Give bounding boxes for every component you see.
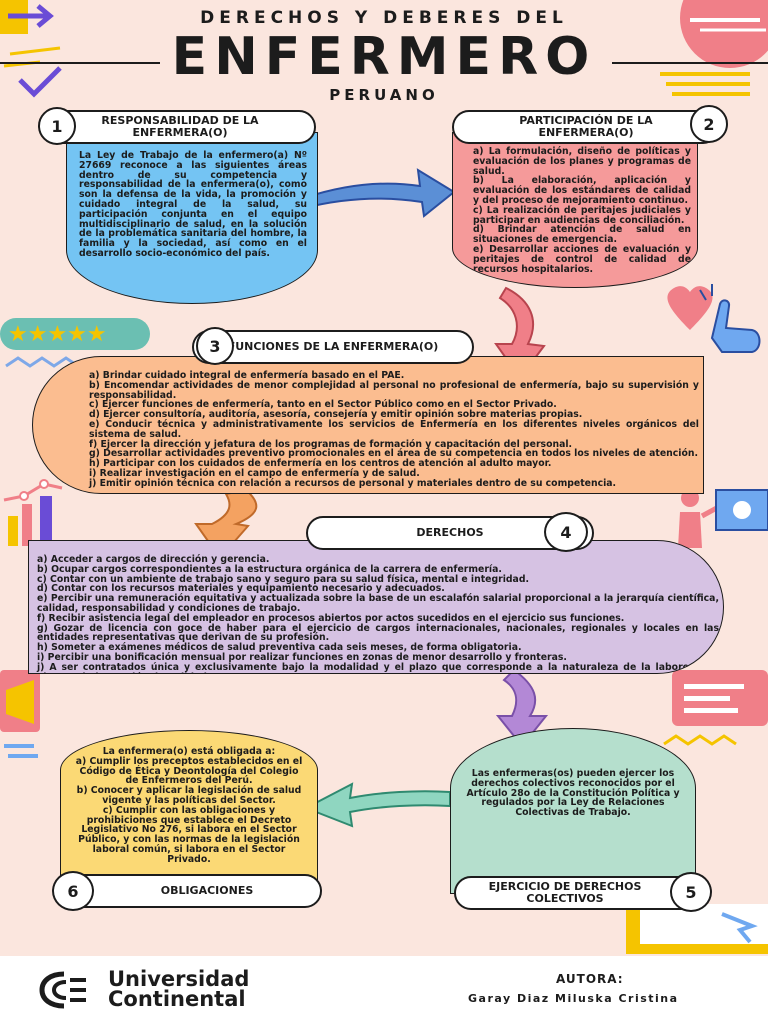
university-name-line-2: Continental — [108, 987, 246, 1011]
circle-decoration — [680, 0, 768, 68]
section-1-text: La Ley de Trabajo de la enfermero(a) Nº … — [79, 150, 307, 259]
header-subtitle: DERECHOS Y DEBERES DEL — [200, 8, 568, 28]
section-4-item: c) Contar con un ambiente de trabajo san… — [37, 573, 530, 585]
section-2-item: e) Desarrollar acciones de evaluación y … — [473, 243, 691, 275]
section-3-item: f) Ejercer la dirección y jefatura de lo… — [89, 438, 573, 450]
chat-bubble-icon — [663, 670, 768, 746]
section-3-item: j) Emitir opinión técnica con relación a… — [89, 477, 617, 489]
arrow-blue-icon — [303, 168, 456, 218]
section-4-number: 4 — [544, 512, 588, 552]
section-6-title: OBLIGACIONES — [58, 874, 322, 908]
person-icon — [678, 489, 768, 548]
section-3-item: g) Desarrollar actividades preventivo pr… — [89, 448, 699, 460]
section-4-item: h) Someter a exámenes médicos de salud p… — [37, 642, 522, 654]
university-logo-icon — [39, 971, 86, 1009]
section-4-item: b) Ocupar cargos correspondientes a la e… — [37, 563, 502, 575]
section-6-intro: La enfermera(o) está obligada a: — [102, 746, 276, 757]
section-2-item: d) Brindar atención de salud en situacio… — [473, 224, 691, 246]
section-4-item: f) Recibir asistencia legal del empleado… — [37, 612, 625, 624]
section-3-title: FUNCIONES DE LA ENFERMERA(O) — [192, 330, 474, 364]
header-subtitle-2: PERUANO — [329, 86, 439, 104]
section-1-box: La Ley de Trabajo de la enfermero(a) Nº … — [66, 132, 318, 304]
cursor-icon — [626, 904, 768, 954]
page-title: ENFERMERO — [171, 27, 597, 87]
section-3-item: h) Participar con los cuidados de enferm… — [89, 458, 552, 470]
section-6-item: a) Cumplir los preceptos establecidos en… — [75, 755, 303, 787]
footer: Universidad Continental AUTORA: Garay Di… — [0, 956, 768, 1024]
zigzag-icon — [5, 356, 79, 368]
section-3-box: a) Brindar cuidado integral de enfermerí… — [32, 356, 704, 494]
section-3-item: b) Encomendar actividades de menor compl… — [89, 379, 699, 401]
section-3-item: a) Brindar cuidado integral de enfermerí… — [89, 370, 405, 381]
section-4-item: i) Percibir una bonificación mensual por… — [37, 651, 567, 663]
section-5-text: Las enfermeras(os) pueden ejercer los de… — [466, 768, 680, 819]
section-1-title: RESPONSABILIDAD DE LA ENFERMERA(O) — [44, 110, 316, 144]
author-name: Garay Diaz Miluska Cristina — [468, 992, 679, 1005]
section-1-number: 1 — [38, 107, 76, 145]
university-name-line-1: Universidad — [108, 967, 250, 991]
arrow-green-icon — [303, 782, 451, 828]
section-4-item: a) Acceder a cargos de dirección y geren… — [37, 554, 270, 565]
section-4-item: g) Gozar de licencia con goce de haber p… — [37, 622, 719, 644]
stars-icon: ★★★★★ — [0, 318, 150, 350]
section-2-number: 2 — [690, 105, 728, 143]
section-6-number: 6 — [52, 871, 94, 911]
arrow-right-icon — [0, 0, 54, 34]
section-2-item: a) La formulación, diseño de políticas y… — [473, 146, 691, 177]
section-3-item: e) Conducir técnica y administrativament… — [89, 418, 699, 440]
section-4-item: d) Contar con los recursos materiales y … — [37, 583, 445, 595]
megaphone-icon — [0, 670, 40, 758]
svg-text:★★★★★: ★★★★★ — [8, 322, 107, 347]
section-3-number: 3 — [196, 327, 234, 365]
section-4-item: j) A ser contratados única y exclusivame… — [37, 661, 719, 673]
check-icon — [18, 66, 62, 98]
section-6-item: c) Cumplir con las obligaciones y prohib… — [78, 804, 300, 865]
section-4-box: a) Acceder a cargos de dirección y geren… — [28, 540, 724, 674]
section-2-item: c) La realización de peritajes judiciale… — [473, 204, 691, 226]
section-4-item: e) Percibir una remuneración equitativa … — [37, 593, 719, 614]
section-5-number: 5 — [670, 872, 712, 912]
section-5-title: EJERCICIO DE DERECHOS COLECTIVOS — [454, 876, 698, 910]
section-5-box: Las enfermeras(os) pueden ejercer los de… — [450, 728, 696, 894]
section-3-item: d) Ejercer consultoría, auditoría, aseso… — [89, 409, 583, 421]
heart-icon — [667, 286, 713, 330]
section-3-item: c) Ejercer funciones de enfermería, tant… — [89, 399, 557, 411]
section-2-box: a) La formulación, diseño de políticas y… — [452, 132, 698, 288]
chart-icon — [3, 479, 63, 546]
section-3-item: i) Realizar investigación en el campo de… — [89, 467, 420, 479]
section-2-title: PARTICIPACIÓN DE LA ENFERMERA(O) — [452, 110, 720, 144]
section-2-item: b) La elaboración, aplicación y evaluaci… — [473, 175, 691, 206]
arrow-purple-icon — [495, 668, 549, 748]
author-label: AUTORA: — [556, 972, 624, 986]
section-6-item: b) Conocer y aplicar la legislación de s… — [76, 785, 302, 806]
pointing-hand-icon — [699, 284, 761, 353]
section-6-box: La enfermera(o) está obligada a: a) Cump… — [60, 730, 318, 888]
